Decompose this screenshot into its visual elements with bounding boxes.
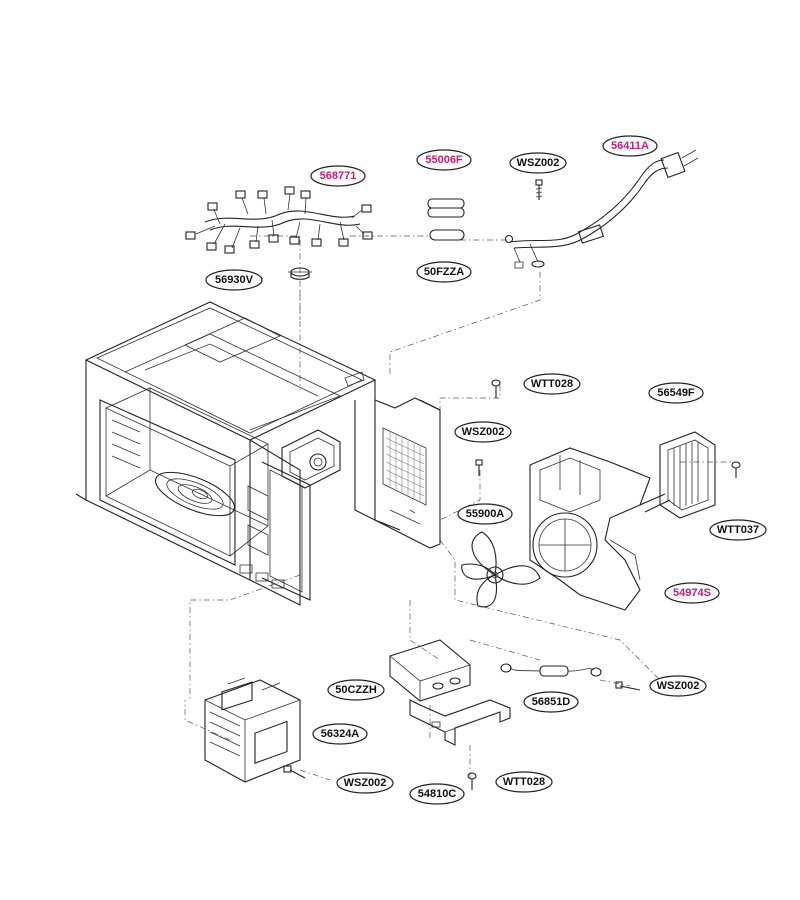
part-label-WSZ002-mid: WSZ002 bbox=[454, 421, 512, 443]
part-number-568771: 568771 bbox=[320, 170, 357, 182]
part-number-56411A: 56411A bbox=[611, 140, 649, 152]
screw-wsz002-bottom[interactable] bbox=[283, 765, 306, 779]
part-label-WTT037: WTT037 bbox=[709, 519, 767, 541]
fan-housing[interactable] bbox=[529, 447, 651, 611]
oven-cavity[interactable] bbox=[75, 301, 441, 606]
part-label-54974S: 54974S bbox=[664, 582, 720, 604]
capacitor[interactable] bbox=[389, 639, 471, 702]
part-number-54974S: 54974S bbox=[673, 587, 711, 599]
part-number-56549F: 56549F bbox=[657, 387, 695, 399]
part-number-55900A: 55900A bbox=[466, 508, 505, 520]
part-label-55006F: 55006F bbox=[416, 149, 472, 171]
part-number-WSZ002-right: WSZ002 bbox=[657, 680, 700, 692]
part-label-56851D: 56851D bbox=[523, 691, 579, 713]
part-label-56324A: 56324A bbox=[312, 723, 368, 745]
capacitor-bracket[interactable] bbox=[409, 699, 511, 746]
part-number-WSZ002-bottom: WSZ002 bbox=[344, 777, 387, 789]
part-number-WTT028-mid: WTT028 bbox=[531, 378, 573, 390]
power-cord[interactable] bbox=[504, 149, 699, 269]
screw-top[interactable] bbox=[535, 179, 543, 200]
part-label-50FZZA: 50FZZA bbox=[416, 261, 472, 283]
part-label-WTT028-bottom: WTT028 bbox=[495, 771, 553, 793]
part-number-WSZ002-top: WSZ002 bbox=[517, 157, 560, 169]
thermostat[interactable] bbox=[288, 267, 312, 280]
part-number-55006F: 55006F bbox=[425, 154, 463, 166]
part-number-50FZZA: 50FZZA bbox=[424, 266, 464, 278]
screw-wsz002-mid[interactable] bbox=[475, 459, 483, 476]
magnetron[interactable] bbox=[204, 677, 301, 783]
sensor-cable[interactable] bbox=[500, 663, 602, 677]
fan-blade[interactable] bbox=[461, 531, 541, 608]
part-label-50CZZH: 50CZZH bbox=[327, 679, 385, 701]
part-label-568771: 568771 bbox=[310, 165, 366, 187]
vent-grill bbox=[382, 427, 427, 506]
part-label-56549F: 56549F bbox=[648, 382, 704, 404]
part-label-WSZ002-top: WSZ002 bbox=[509, 152, 567, 174]
screw-wsz002-right[interactable] bbox=[615, 681, 641, 691]
part-label-56411A: 56411A bbox=[602, 135, 658, 157]
wire-harness[interactable] bbox=[185, 186, 373, 254]
fuse-holder[interactable] bbox=[427, 198, 465, 218]
part-label-WSZ002-right: WSZ002 bbox=[649, 675, 707, 697]
part-number-WTT028-bottom: WTT028 bbox=[503, 776, 545, 788]
fuse[interactable] bbox=[429, 229, 465, 241]
part-label-WTT028-mid: WTT028 bbox=[523, 373, 581, 395]
part-number-56930V: 56930V bbox=[215, 274, 254, 286]
part-number-56324A: 56324A bbox=[321, 728, 360, 740]
part-label-WSZ002-bottom: WSZ002 bbox=[336, 772, 394, 794]
part-label-56930V: 56930V bbox=[205, 269, 263, 291]
part-number-54810C: 54810C bbox=[418, 788, 457, 800]
part-number-WTT037: WTT037 bbox=[717, 524, 759, 536]
screw-wtt028-mid[interactable] bbox=[491, 379, 501, 398]
screw-wtt037[interactable] bbox=[731, 461, 741, 478]
part-number-56851D: 56851D bbox=[532, 696, 571, 708]
part-number-50CZZH: 50CZZH bbox=[335, 684, 377, 696]
part-number-WSZ002-mid: WSZ002 bbox=[462, 426, 505, 438]
part-label-55900A: 55900A bbox=[457, 503, 513, 525]
part-label-54810C: 54810C bbox=[409, 783, 465, 805]
screw-wtt028-bottom[interactable] bbox=[467, 772, 477, 790]
fan-motor[interactable] bbox=[639, 431, 716, 519]
